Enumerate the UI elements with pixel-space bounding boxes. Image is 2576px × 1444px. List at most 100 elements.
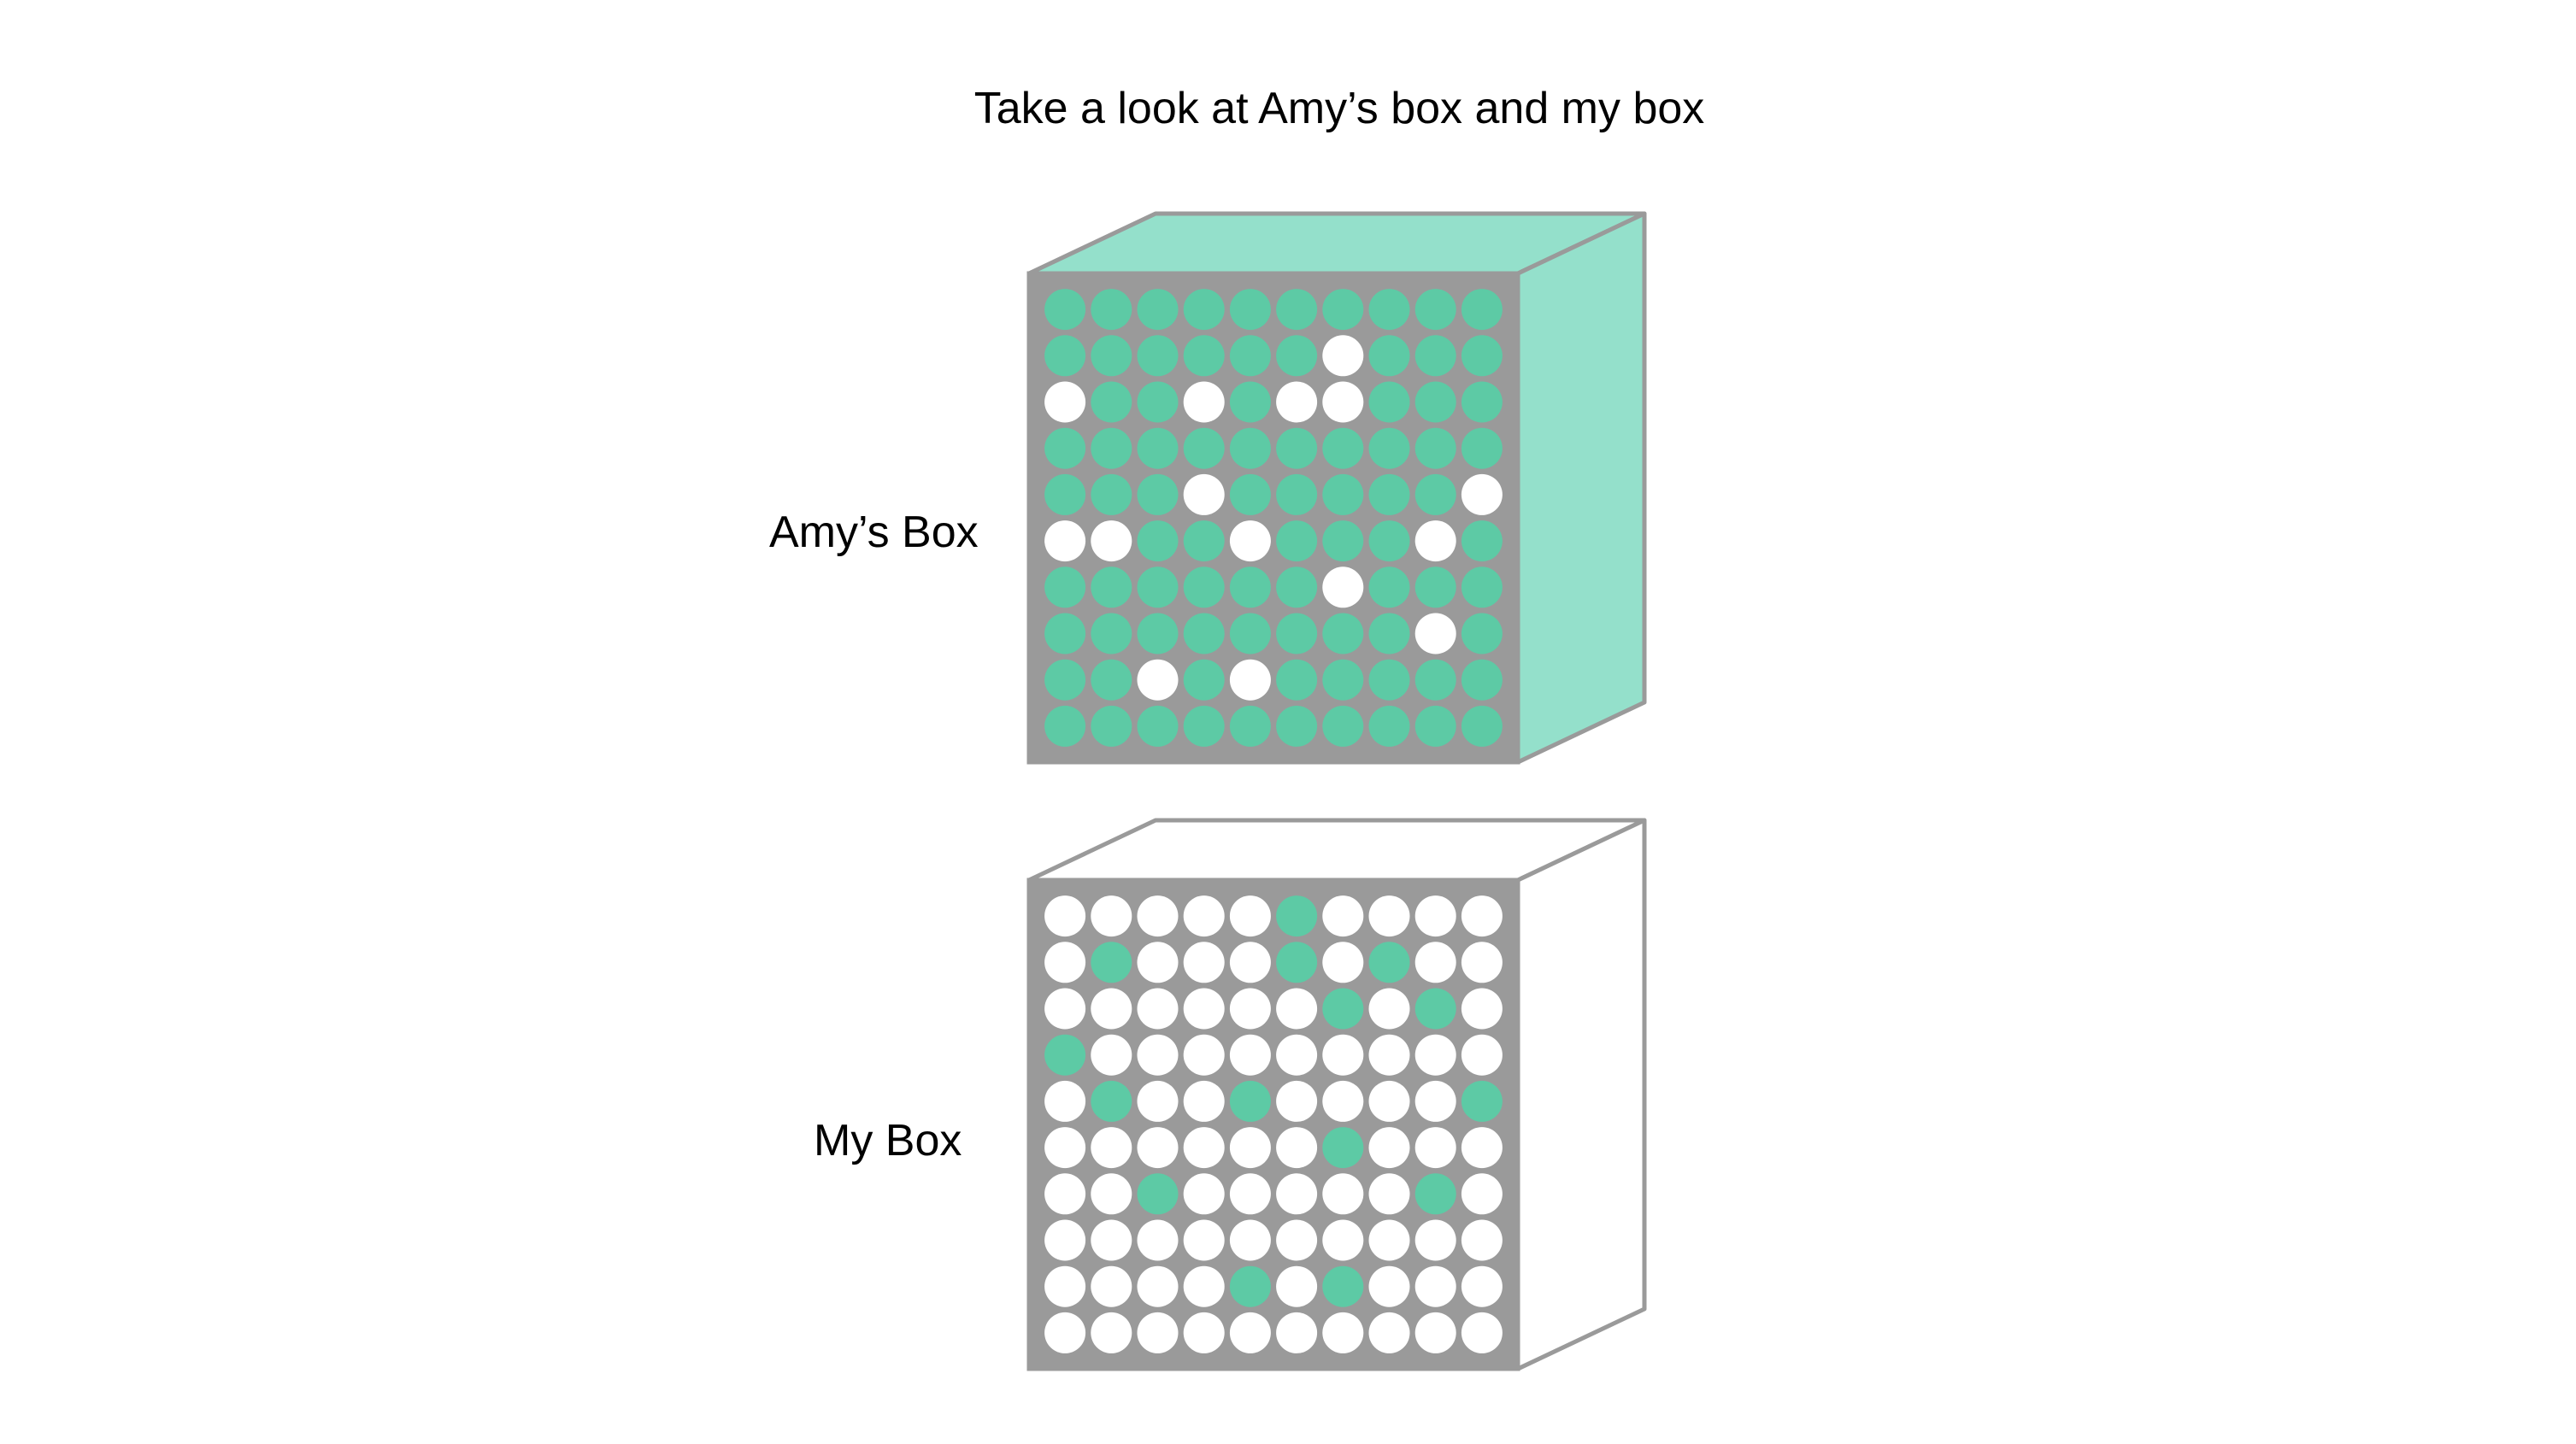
white-dot (1183, 1312, 1225, 1353)
green-dot (1137, 473, 1179, 515)
green-dot (1414, 473, 1456, 515)
green-dot (1044, 659, 1086, 701)
green-dot (1276, 942, 1318, 983)
green-dot (1276, 895, 1318, 937)
white-dot (1229, 1312, 1271, 1353)
green-dot (1276, 289, 1318, 331)
green-dot (1229, 613, 1271, 654)
white-dot (1183, 895, 1225, 937)
green-dot (1091, 942, 1132, 983)
green-dot (1368, 942, 1410, 983)
white-dot (1322, 895, 1364, 937)
white-dot (1229, 942, 1271, 983)
green-dot (1137, 289, 1179, 331)
green-dot (1414, 988, 1456, 1030)
green-dot (1137, 520, 1179, 562)
green-dot (1229, 473, 1271, 515)
white-dot (1368, 1127, 1410, 1169)
green-dot (1091, 705, 1132, 747)
white-dot (1368, 988, 1410, 1030)
green-dot (1461, 427, 1503, 469)
white-dot (1414, 1127, 1456, 1169)
white-dot (1322, 1312, 1364, 1353)
white-dot (1137, 1265, 1179, 1307)
green-dot (1091, 335, 1132, 377)
green-dot (1322, 613, 1364, 654)
green-dot (1183, 427, 1225, 469)
white-dot (1229, 1034, 1271, 1076)
white-dot (1137, 1219, 1179, 1261)
white-dot (1322, 942, 1364, 983)
green-dot (1414, 289, 1456, 331)
white-dot (1044, 988, 1086, 1030)
white-dot (1183, 1034, 1225, 1076)
green-dot (1044, 705, 1086, 747)
white-dot (1137, 1080, 1179, 1122)
white-dot (1368, 1265, 1410, 1307)
white-dot (1368, 895, 1410, 937)
green-dot (1461, 1080, 1503, 1122)
green-dot (1414, 381, 1456, 423)
white-dot (1229, 1219, 1271, 1261)
green-dot (1044, 289, 1086, 331)
white-dot (1091, 895, 1132, 937)
green-dot (1276, 659, 1318, 701)
green-dot (1229, 1265, 1271, 1307)
white-dot (1368, 1219, 1410, 1261)
white-dot (1137, 1034, 1179, 1076)
green-dot (1414, 335, 1456, 377)
green-dot (1322, 473, 1364, 515)
white-dot (1137, 895, 1179, 937)
green-dot (1183, 613, 1225, 654)
green-dot (1183, 335, 1225, 377)
white-dot (1276, 1265, 1318, 1307)
green-dot (1414, 566, 1456, 608)
green-dot (1183, 659, 1225, 701)
green-dot (1368, 705, 1410, 747)
white-dot (1368, 1080, 1410, 1122)
white-dot (1322, 381, 1364, 423)
white-dot (1137, 1127, 1179, 1169)
green-dot (1044, 566, 1086, 608)
green-dot (1322, 289, 1364, 331)
white-dot (1276, 988, 1318, 1030)
green-dot (1461, 613, 1503, 654)
green-dot (1322, 1127, 1364, 1169)
green-dot (1461, 659, 1503, 701)
white-dot (1414, 942, 1456, 983)
white-dot (1276, 381, 1318, 423)
box-side-face (1515, 211, 1647, 765)
green-dot (1044, 613, 1086, 654)
white-dot (1414, 520, 1456, 562)
green-dot (1229, 1080, 1271, 1122)
green-dot (1368, 473, 1410, 515)
white-dot (1276, 1127, 1318, 1169)
white-dot (1044, 1219, 1086, 1261)
green-dot (1322, 427, 1364, 469)
green-dot (1137, 1173, 1179, 1215)
slide-title: Take a look at Amy’s box and my box (973, 84, 1705, 133)
white-dot (1276, 1034, 1318, 1076)
green-dot (1368, 613, 1410, 654)
white-dot (1044, 942, 1086, 983)
white-dot (1322, 566, 1364, 608)
white-dot (1183, 1265, 1225, 1307)
green-dot (1322, 988, 1364, 1030)
green-dot (1276, 427, 1318, 469)
green-dot (1414, 1173, 1456, 1215)
green-dot (1091, 613, 1132, 654)
green-dot (1461, 520, 1503, 562)
my-box (1026, 818, 1647, 1371)
white-dot (1044, 1173, 1086, 1215)
green-dot (1276, 520, 1318, 562)
white-dot (1461, 942, 1503, 983)
green-dot (1461, 705, 1503, 747)
green-dot (1368, 381, 1410, 423)
green-dot (1368, 289, 1410, 331)
white-dot (1091, 520, 1132, 562)
green-dot (1183, 289, 1225, 331)
green-dot (1368, 427, 1410, 469)
white-dot (1044, 1312, 1086, 1353)
green-dot (1322, 1265, 1364, 1307)
green-dot (1414, 427, 1456, 469)
